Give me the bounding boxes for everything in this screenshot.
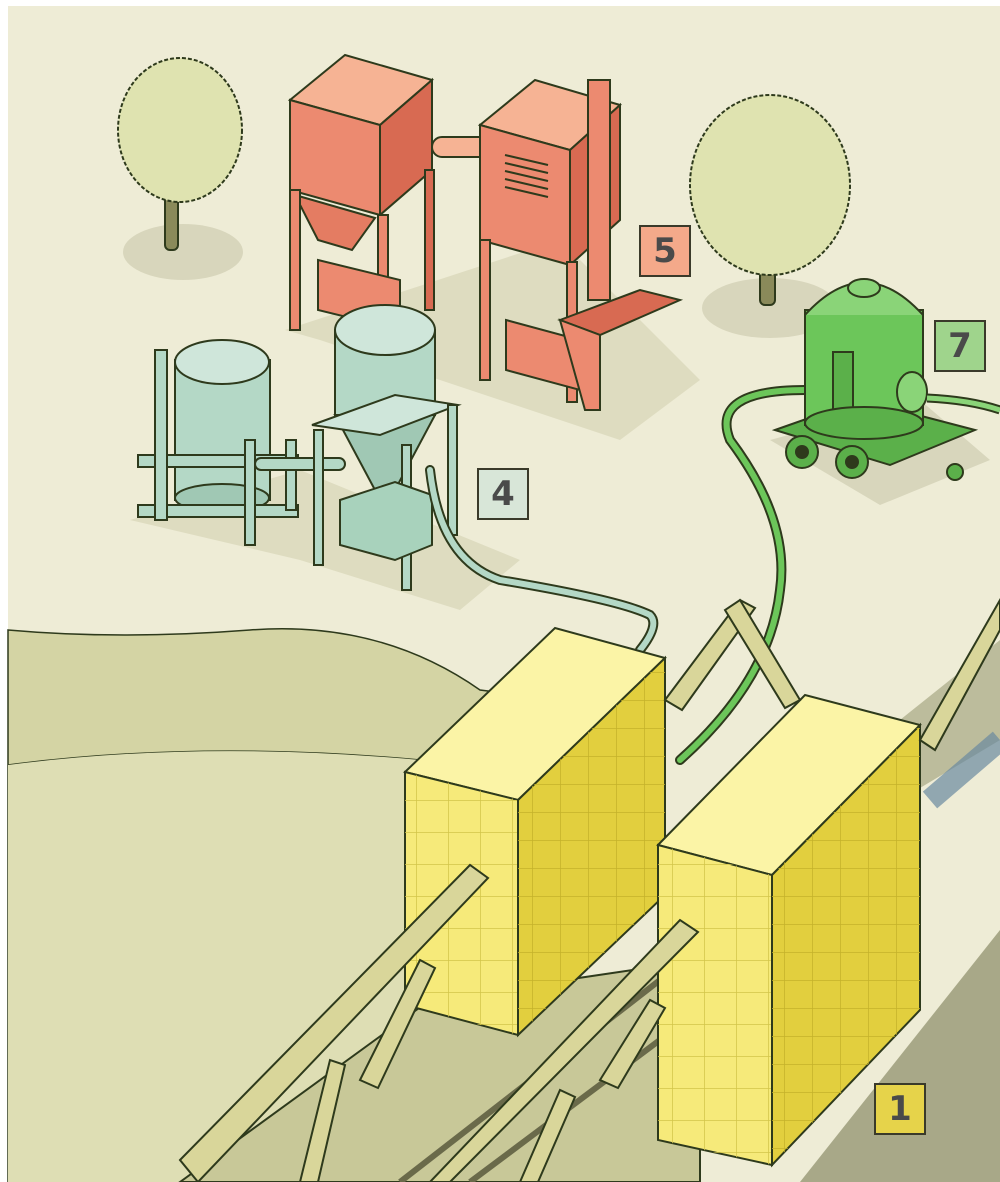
label-4: 4	[477, 468, 529, 520]
tree-left	[118, 58, 243, 280]
label-5-text: 5	[653, 231, 677, 271]
label-7: 7	[934, 320, 986, 372]
label-1-text: 1	[888, 1089, 912, 1129]
label-1: 1	[874, 1083, 926, 1135]
label-5: 5	[639, 225, 691, 277]
label-7-text: 7	[948, 326, 972, 366]
label-4-text: 4	[491, 474, 515, 514]
